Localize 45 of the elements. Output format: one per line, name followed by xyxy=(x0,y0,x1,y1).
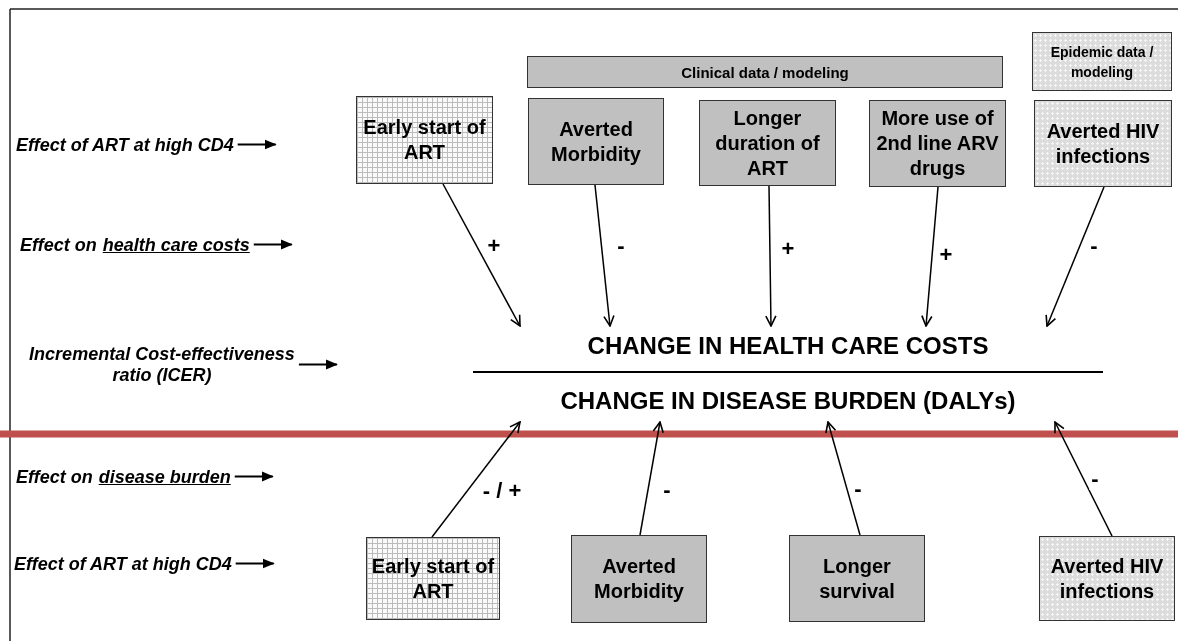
process-box xyxy=(789,535,925,622)
box-label: Epidemic data / modeling xyxy=(1050,43,1154,80)
arrow xyxy=(233,471,274,482)
box-label: Clinical data / modeling xyxy=(681,63,849,81)
formula-term: CHANGE IN DISEASE BURDEN (DALYs) xyxy=(560,387,1016,414)
arrow xyxy=(825,421,861,536)
box-label: Averted Morbidity xyxy=(594,555,684,602)
box-label: Longer survival xyxy=(819,554,895,602)
box-label: Longer duration of ART xyxy=(715,106,820,179)
row-label: health care costs xyxy=(102,234,250,255)
box-label: Early start of ART xyxy=(363,116,486,163)
process-box xyxy=(1034,100,1172,187)
arrow xyxy=(252,239,293,250)
arrow xyxy=(236,139,277,150)
arrow xyxy=(765,185,777,327)
row-label: Effect on xyxy=(16,466,93,487)
row-label: Effect on xyxy=(20,234,97,255)
process-box xyxy=(527,56,1003,88)
arrow xyxy=(921,186,939,327)
process-box xyxy=(356,96,493,184)
row-label: Incremental Cost-effectiveness ratio (ICER) xyxy=(29,344,295,385)
box-label: Averted HIV infections xyxy=(1050,554,1164,602)
row-label: Effect of ART at high CD4 xyxy=(14,553,232,574)
arrow xyxy=(234,558,275,569)
box-label: More use of 2nd line ARV drugs xyxy=(876,107,999,179)
row-label: disease burden xyxy=(98,466,231,487)
arrow xyxy=(297,359,338,370)
arrow xyxy=(442,183,521,327)
process-box xyxy=(1032,32,1172,91)
formula-term: CHANGE IN HEALTH CARE COSTS xyxy=(587,332,989,359)
process-box xyxy=(869,100,1006,187)
process-box xyxy=(366,537,500,620)
process-box xyxy=(699,100,836,186)
arrow xyxy=(639,421,664,536)
process-box xyxy=(1039,536,1175,621)
row-label: Effect of ART at high CD4 xyxy=(16,134,234,155)
box-label: Averted HIV infections xyxy=(1046,119,1160,167)
box-label: Early start of ART xyxy=(371,554,495,602)
arrow xyxy=(1045,186,1105,327)
arrow xyxy=(1054,421,1113,537)
arrow xyxy=(594,184,615,327)
arrow xyxy=(431,421,521,538)
box-label: Averted Morbidity xyxy=(551,117,641,165)
process-box xyxy=(571,535,707,623)
process-box xyxy=(528,98,664,185)
